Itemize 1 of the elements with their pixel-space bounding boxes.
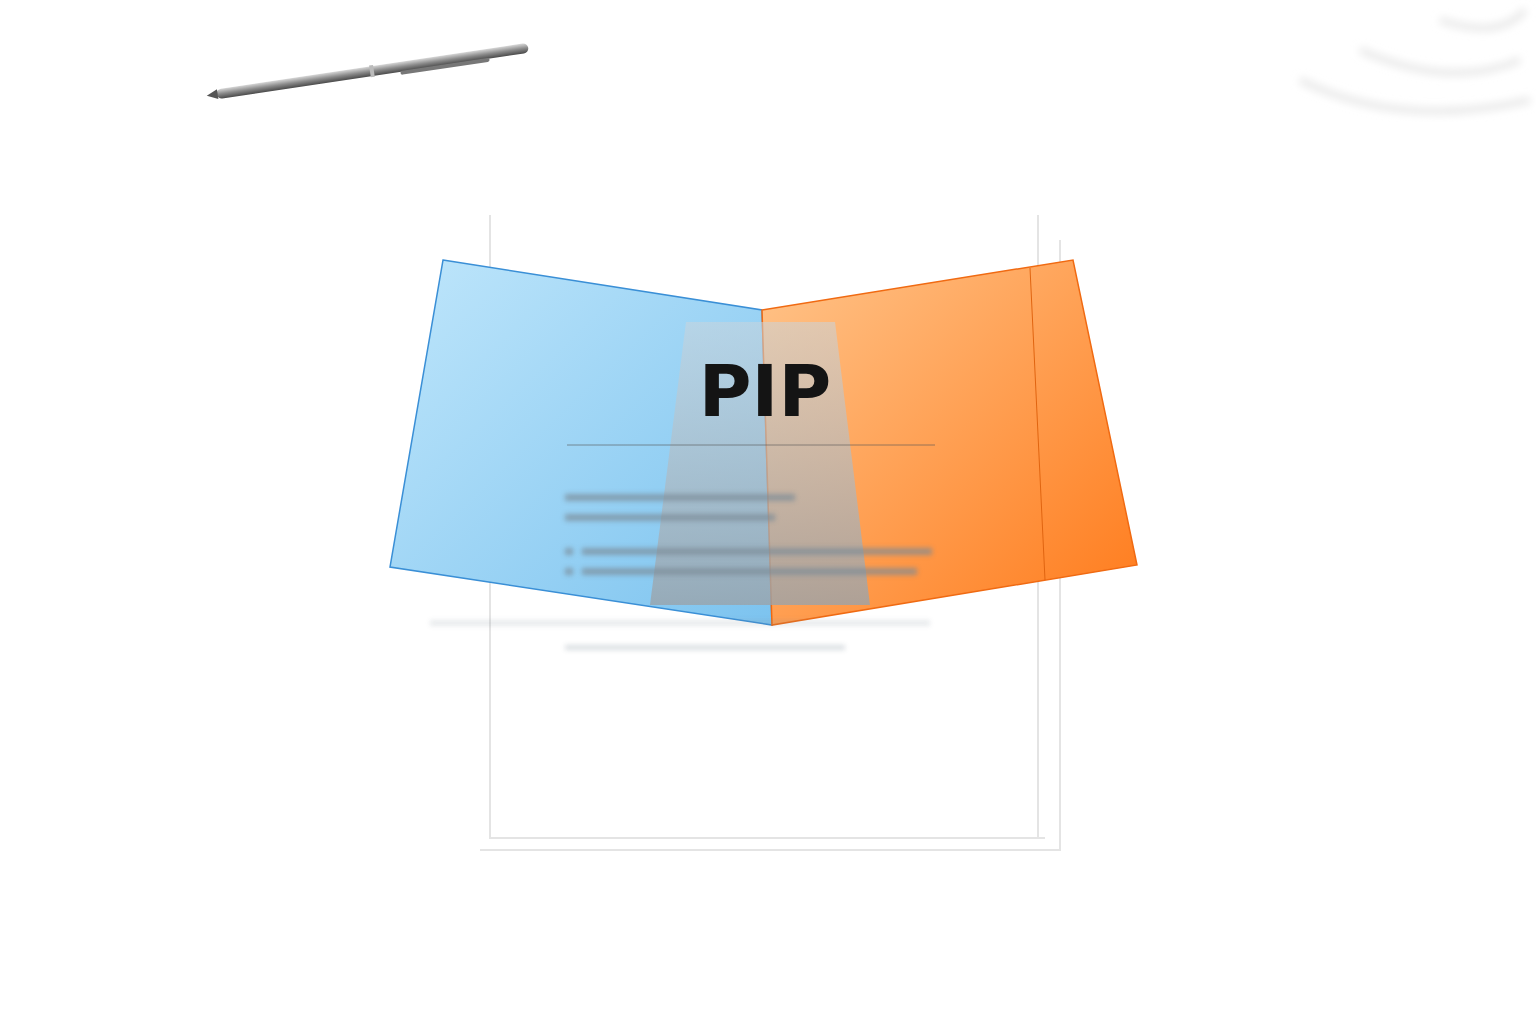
title: PIP — [698, 355, 832, 427]
